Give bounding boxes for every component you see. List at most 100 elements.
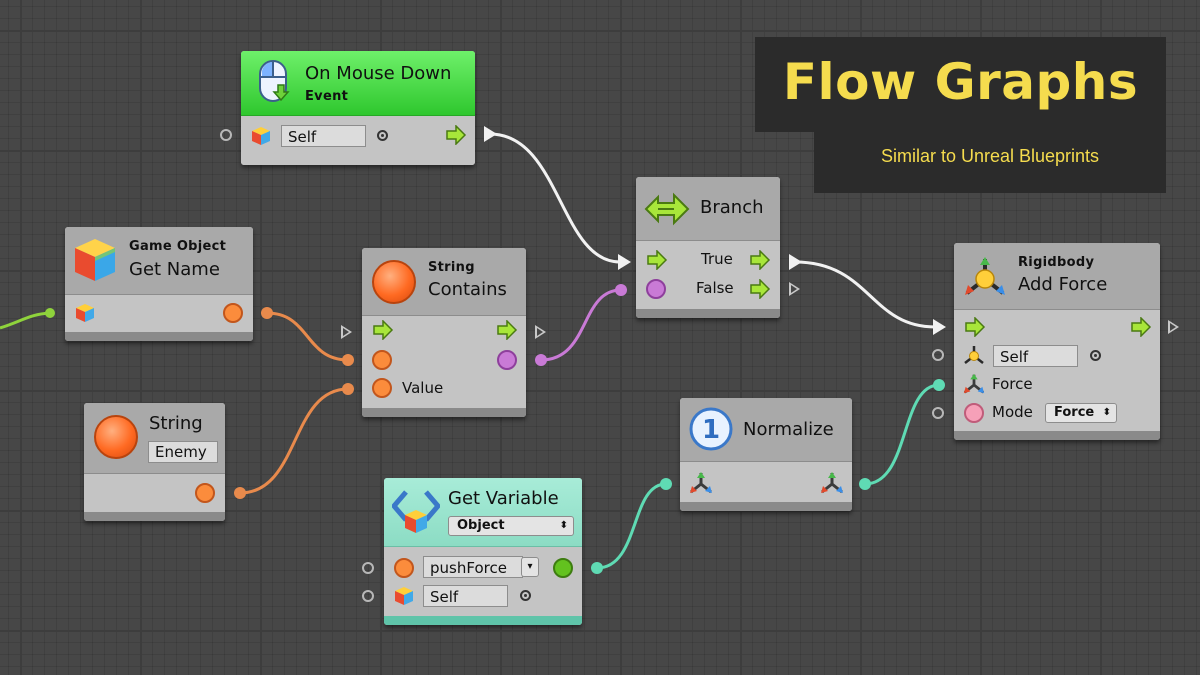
- control-out-arrow-icon[interactable]: [1130, 317, 1152, 337]
- node-title: Get Name: [129, 259, 220, 280]
- node-get-variable[interactable]: Get Variable Object ⬍ pushForce ▾ Self: [384, 478, 582, 625]
- false-out-arrow-icon[interactable]: [749, 279, 771, 299]
- node-category: String: [428, 260, 475, 275]
- branch-icon: [644, 192, 690, 226]
- node-header[interactable]: On Mouse Down Event: [241, 51, 475, 116]
- string-type-icon: [94, 415, 138, 459]
- variable-name-dropdown-button[interactable]: ▾: [521, 557, 539, 577]
- wire-arrowhead: [933, 319, 946, 335]
- mouse-down-target-port[interactable]: [220, 129, 232, 141]
- getvar-target-outer-port[interactable]: [362, 590, 374, 602]
- rigidbody-small-icon: [964, 346, 984, 364]
- string-type-icon: [372, 260, 416, 304]
- node-add-force[interactable]: Rigidbody Add Force Self Force Mode Forc…: [954, 243, 1160, 440]
- node-title: Branch: [700, 197, 764, 218]
- node-string-contains[interactable]: String Contains Value: [362, 248, 526, 417]
- bool-in-port[interactable]: [646, 279, 666, 299]
- value-in-port[interactable]: [372, 378, 392, 398]
- contains-out-tri[interactable]: [535, 325, 546, 339]
- dropdown-value: Force: [1054, 405, 1095, 420]
- node-header[interactable]: Game Object Get Name: [65, 227, 253, 295]
- contains-in-tri[interactable]: [341, 325, 352, 339]
- control-out-arrow-icon[interactable]: [496, 320, 518, 340]
- node-on-mouse-down[interactable]: On Mouse Down Event Self: [241, 51, 475, 165]
- vector-in-icon[interactable]: [688, 470, 714, 496]
- target-field[interactable]: Self: [993, 345, 1078, 367]
- rigidbody-icon: [965, 257, 1005, 295]
- mode-dropdown[interactable]: Force ⬍: [1045, 403, 1117, 423]
- wire-arrowhead: [618, 254, 631, 270]
- dropdown-arrow-icon: ⬍: [559, 520, 568, 531]
- dropdown-arrow-icon: ⬍: [1102, 407, 1111, 418]
- control-in-arrow-icon[interactable]: [372, 320, 394, 340]
- node-normalize[interactable]: 1 Normalize: [680, 398, 852, 511]
- subtitle-banner: Similar to Unreal Blueprints: [814, 132, 1166, 193]
- wire-contains-to-branch: [540, 288, 622, 362]
- gameobject-cube-icon: [251, 126, 271, 150]
- wire-normalize-to-addforce: [864, 383, 940, 486]
- mode-in-port[interactable]: [964, 403, 984, 423]
- vector-out-icon[interactable]: [819, 470, 845, 496]
- wire-branch-to-addforce: [794, 260, 936, 329]
- node-header[interactable]: Get Variable Object ⬍: [384, 478, 582, 547]
- node-header[interactable]: String Enemy: [84, 403, 225, 474]
- wire-object-in: [0, 311, 51, 330]
- wire-arrowhead: [484, 126, 497, 142]
- node-header[interactable]: Rigidbody Add Force: [954, 243, 1160, 310]
- node-title: String: [149, 413, 203, 434]
- vector-in-icon[interactable]: [962, 372, 986, 396]
- wire-getname-to-contains: [266, 311, 349, 362]
- string-out-port[interactable]: [195, 483, 215, 503]
- name-in-port[interactable]: [394, 558, 414, 578]
- branch-false-out-tri[interactable]: [789, 282, 800, 296]
- node-header[interactable]: String Contains: [362, 248, 526, 316]
- node-title: Get Variable: [448, 488, 559, 509]
- control-in-arrow-icon[interactable]: [646, 250, 668, 270]
- false-label: False: [696, 279, 734, 297]
- string-out-port[interactable]: [223, 303, 243, 323]
- control-in-arrow-icon[interactable]: [964, 317, 986, 337]
- force-label: Force: [992, 375, 1033, 393]
- addforce-target-outer-port[interactable]: [932, 349, 944, 361]
- gameobject-cube-icon: [75, 239, 115, 281]
- node-header[interactable]: 1 Normalize: [680, 398, 852, 462]
- node-title: On Mouse Down: [305, 63, 452, 84]
- bool-out-port[interactable]: [497, 350, 517, 370]
- addforce-mode-outer-port[interactable]: [932, 407, 944, 419]
- variable-kind-dropdown[interactable]: Object ⬍: [448, 516, 574, 536]
- wire-arrowhead: [789, 254, 802, 270]
- node-subtitle: Event: [305, 89, 349, 104]
- addforce-out-tri[interactable]: [1168, 320, 1179, 334]
- target-field[interactable]: Self: [281, 125, 366, 147]
- true-label: True: [701, 250, 733, 268]
- variable-icon: [392, 490, 440, 533]
- target-select-dot[interactable]: [377, 130, 388, 141]
- control-out-arrow-icon[interactable]: [445, 125, 467, 145]
- object-out-port[interactable]: [553, 558, 573, 578]
- target-field[interactable]: Self: [423, 585, 508, 607]
- number-one-icon: 1: [689, 407, 733, 451]
- node-title: Add Force: [1018, 274, 1108, 295]
- true-out-arrow-icon[interactable]: [749, 250, 771, 270]
- node-string-literal[interactable]: String Enemy: [84, 403, 225, 521]
- mouse-icon: [259, 60, 290, 102]
- variable-name-field[interactable]: pushForce: [423, 556, 523, 578]
- string-in-port[interactable]: [372, 350, 392, 370]
- node-title: Normalize: [743, 419, 834, 440]
- gameobject-cube-icon: [394, 586, 414, 610]
- node-header[interactable]: Branch: [636, 177, 780, 241]
- value-label: Value: [402, 379, 444, 397]
- banner-title: Flow Graphs: [782, 53, 1139, 111]
- getvar-name-outer-port[interactable]: [362, 562, 374, 574]
- banner-subtitle: Similar to Unreal Blueprints: [880, 146, 1100, 166]
- title-banner: Flow Graphs: [755, 37, 1166, 132]
- node-get-name[interactable]: Game Object Get Name: [65, 227, 253, 341]
- dropdown-value: Object: [457, 518, 505, 533]
- node-branch[interactable]: Branch True False: [636, 177, 780, 318]
- target-select-dot[interactable]: [520, 590, 531, 601]
- string-value-field[interactable]: Enemy: [148, 441, 218, 463]
- target-select-dot[interactable]: [1090, 350, 1101, 361]
- mode-label: Mode: [992, 403, 1033, 421]
- node-category: Rigidbody: [1018, 255, 1095, 270]
- badge-text: 1: [702, 415, 720, 445]
